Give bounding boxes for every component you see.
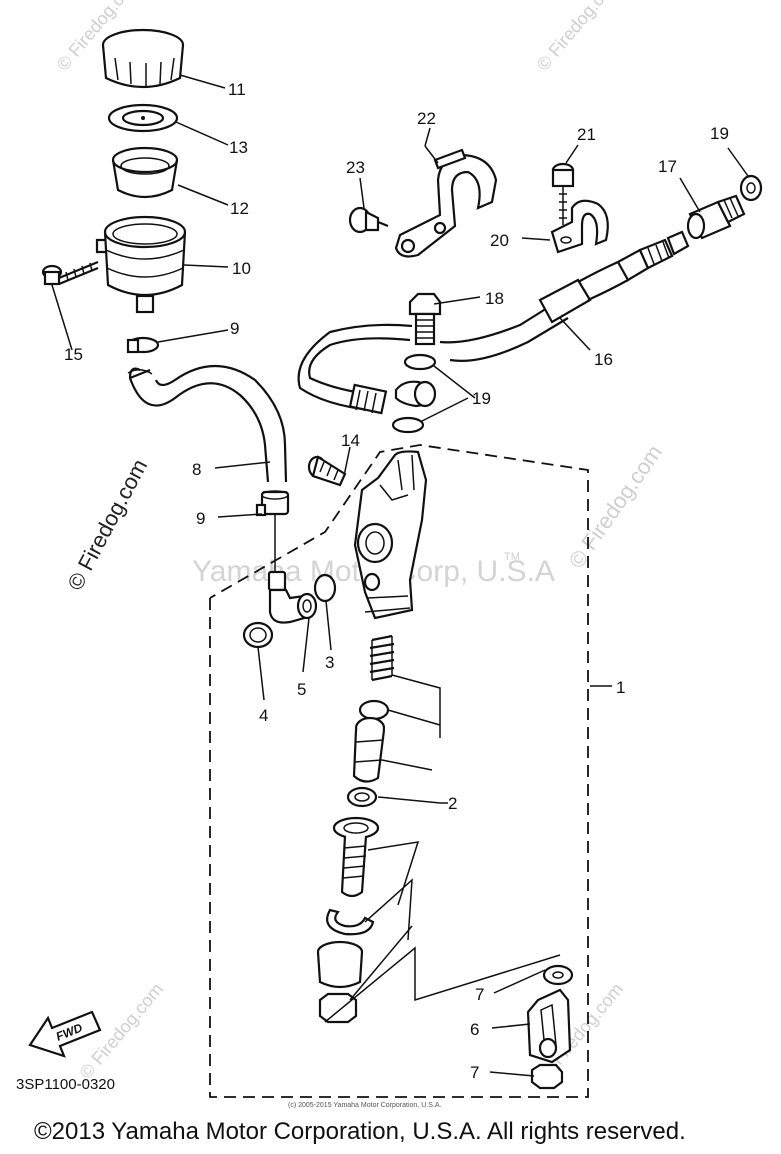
label-part-4: 4 — [259, 706, 268, 725]
label-part-10: 10 — [232, 259, 251, 278]
clevis-icon — [526, 988, 572, 1064]
upper-copper-washer-icon — [403, 353, 437, 371]
lower-clevis-nut-icon — [530, 1063, 564, 1090]
upper-clevis-nut-icon — [542, 964, 574, 986]
label-part-9-lower: 9 — [196, 509, 205, 528]
small-copyright: (c) 2005-2015 Yamaha Motor Corporation, … — [288, 1102, 441, 1109]
corner-watermark-top-right: © Firedog.com — [533, 0, 624, 75]
boot-icon — [316, 940, 364, 989]
union-bolt-icon — [307, 455, 347, 487]
o-ring-icon — [313, 573, 337, 603]
hose-bracket-icon — [394, 148, 498, 258]
stack-leader-lines — [324, 674, 561, 1023]
label-part-5: 5 — [297, 680, 306, 699]
label-part-19-lower: 19 — [472, 389, 491, 408]
corner-watermark-mid-right: © Firedog.com — [564, 440, 667, 573]
label-part-16: 16 — [594, 350, 613, 369]
reservoir-icon — [95, 215, 187, 314]
label-part-21: 21 — [577, 125, 596, 144]
label-part-7-lower: 7 — [470, 1063, 479, 1082]
label-part-22: 22 — [417, 109, 436, 128]
label-part-14: 14 — [341, 431, 360, 450]
label-part-3: 3 — [325, 653, 334, 672]
corner-watermark-mid-left: © Firedog.com — [62, 455, 152, 594]
brake-hose-bolt-icon — [408, 292, 442, 346]
lower-copper-washer-icon — [391, 416, 425, 434]
diagram-code: 3SP1100-0320 — [16, 1076, 115, 1093]
assembly-outline — [209, 444, 589, 1098]
callout-leaders — [51, 74, 749, 1077]
clamp-screw-icon — [551, 162, 575, 225]
reservoir-bolt-icon — [41, 260, 99, 286]
diaphragm-icon — [111, 146, 179, 199]
label-part-12: 12 — [230, 199, 249, 218]
label-part-2: 2 — [448, 794, 457, 813]
primary-cup-icon — [346, 786, 378, 808]
trademark-mark: TM — [504, 551, 520, 563]
upper-hose-clamp-icon — [126, 336, 160, 354]
elbow-fitting-icon — [267, 570, 318, 624]
reservoir-hose-icon — [128, 364, 288, 483]
fwd-arrow-icon: FWD — [28, 1010, 102, 1058]
label-part-20: 20 — [490, 231, 509, 250]
spring-icon — [369, 634, 395, 682]
label-part-6: 6 — [470, 1020, 479, 1039]
bracket-bolt-icon — [348, 206, 389, 234]
label-part-18: 18 — [485, 289, 504, 308]
part-labels: 11 13 12 10 15 9 8 9 14 3 5 4 2 1 18 19 … — [64, 80, 729, 1082]
locknut-icon — [318, 992, 358, 1024]
label-part-19-upper: 19 — [710, 124, 729, 143]
brake-hose-icon — [297, 230, 690, 415]
lower-hose-clamp-icon — [255, 490, 290, 517]
lower-circlip-icon — [326, 908, 375, 936]
copyright-notice: ©2013 Yamaha Motor Corporation, U.S.A. A… — [34, 1118, 686, 1145]
label-part-9-upper: 9 — [230, 319, 239, 338]
hose-fitting-icon — [686, 194, 746, 240]
circlip-icon — [242, 621, 274, 649]
fitting-washer-icon — [739, 174, 763, 202]
label-part-1: 1 — [616, 678, 625, 697]
spring-seat-icon — [358, 699, 390, 721]
diaphragm-plate-icon — [107, 103, 179, 133]
master-cylinder-body-icon — [353, 450, 428, 620]
label-part-7-upper: 7 — [475, 985, 484, 1004]
hose-holder-icon — [550, 199, 609, 254]
push-rod-icon — [332, 816, 380, 898]
label-part-23: 23 — [346, 158, 365, 177]
reservoir-cap-icon — [101, 28, 185, 88]
label-part-17: 17 — [658, 157, 677, 176]
label-part-13: 13 — [229, 138, 248, 157]
piston-icon — [352, 716, 386, 783]
label-part-11: 11 — [228, 80, 246, 99]
label-part-15: 15 — [64, 345, 83, 364]
label-part-8: 8 — [192, 460, 201, 479]
